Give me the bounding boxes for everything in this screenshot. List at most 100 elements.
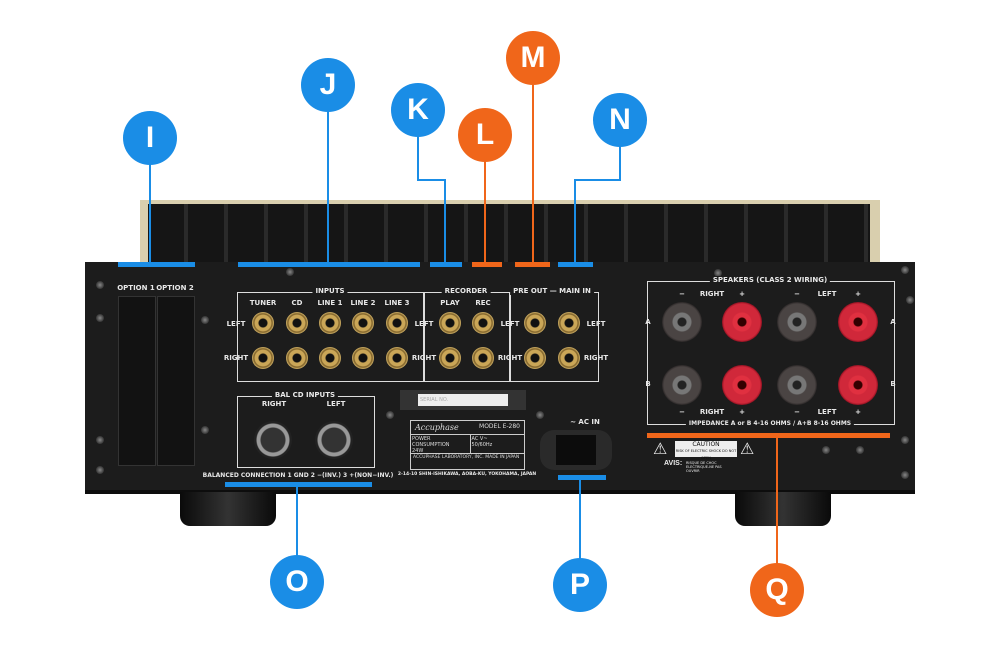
callout-bar-m bbox=[515, 262, 550, 267]
inputs-label: INPUTS bbox=[312, 287, 348, 295]
callout-bar-l bbox=[472, 262, 502, 267]
serial-plate: SERIAL NO. bbox=[400, 390, 526, 410]
rca-jack-right[interactable] bbox=[472, 347, 494, 369]
a-label: A bbox=[645, 318, 651, 326]
xlr-right-connector[interactable] bbox=[254, 421, 292, 459]
bal-cd-label: BAL CD INPUTS bbox=[271, 391, 339, 399]
right-label: RIGHT bbox=[223, 354, 249, 362]
speaker-a-right-plus[interactable] bbox=[722, 302, 762, 342]
cd-label: CD bbox=[291, 299, 303, 307]
address-text: 2-14-10 SHIN-ISHIKAWA, AOBA-KU, YOKOHAMA… bbox=[397, 472, 537, 477]
screw bbox=[96, 314, 104, 322]
rca-jack-left[interactable] bbox=[472, 312, 494, 334]
callout-bar-q bbox=[647, 433, 890, 438]
option-slot-2[interactable] bbox=[157, 296, 195, 466]
rca-jack-right[interactable] bbox=[319, 347, 341, 369]
minus-label: − bbox=[794, 290, 800, 298]
callout-bar-i bbox=[118, 262, 195, 267]
speaker-a-right-minus[interactable] bbox=[662, 302, 702, 342]
play-label: PLAY bbox=[440, 299, 460, 307]
line2-label: LINE 2 bbox=[350, 299, 376, 307]
screw bbox=[901, 436, 909, 444]
screw bbox=[901, 266, 909, 274]
speaker-a-left-plus[interactable] bbox=[838, 302, 878, 342]
plus-label: + bbox=[739, 408, 745, 416]
rca-jack-left[interactable] bbox=[524, 312, 546, 334]
callout-bar-o bbox=[225, 482, 372, 487]
model-label: MODEL E-280 bbox=[479, 423, 520, 430]
line1-label: LINE 1 bbox=[317, 299, 343, 307]
screw bbox=[536, 411, 544, 419]
callout-j: J bbox=[301, 58, 355, 112]
callout-i: I bbox=[123, 111, 177, 165]
callout-q: Q bbox=[750, 563, 804, 617]
speaker-b-left-minus[interactable] bbox=[777, 365, 817, 405]
callout-o: O bbox=[270, 555, 324, 609]
speaker-b-right-minus[interactable] bbox=[662, 365, 702, 405]
speaker-b-left-plus[interactable] bbox=[838, 365, 878, 405]
ac-label: AC V~ bbox=[471, 436, 488, 442]
rca-jack-right[interactable] bbox=[352, 347, 374, 369]
rca-jack-left[interactable] bbox=[352, 312, 374, 334]
rca-jack-right[interactable] bbox=[524, 347, 546, 369]
bal-left-label: LEFT bbox=[326, 400, 346, 408]
minus-label: − bbox=[679, 408, 685, 416]
option-slot-1[interactable] bbox=[118, 296, 156, 466]
power-label: POWER CONSUMPTION bbox=[412, 436, 450, 448]
spk-right-label: RIGHT bbox=[699, 290, 725, 298]
left-label: LEFT bbox=[586, 320, 606, 328]
preout-label: PRE OUT — MAIN IN bbox=[510, 287, 594, 295]
screw bbox=[96, 281, 104, 289]
plus-label: + bbox=[739, 290, 745, 298]
rca-jack-left[interactable] bbox=[439, 312, 461, 334]
left-label: LEFT bbox=[226, 320, 246, 328]
rca-jack-right[interactable] bbox=[386, 347, 408, 369]
rec-label: REC bbox=[475, 299, 491, 307]
rca-jack-left[interactable] bbox=[319, 312, 341, 334]
foot-left bbox=[180, 492, 276, 526]
rca-jack-right[interactable] bbox=[286, 347, 308, 369]
caution-sub: RISK OF ELECTRIC SHOCK DO NOT OPEN bbox=[675, 449, 737, 460]
screw bbox=[386, 411, 394, 419]
xlr-left-connector[interactable] bbox=[315, 421, 353, 459]
screw bbox=[901, 471, 909, 479]
callout-n: N bbox=[593, 93, 647, 147]
screw bbox=[96, 436, 104, 444]
callout-p: P bbox=[553, 558, 607, 612]
ac-inlet[interactable] bbox=[540, 430, 612, 470]
screw bbox=[201, 316, 209, 324]
callout-bar-j bbox=[238, 262, 420, 267]
callout-bar-p bbox=[558, 475, 606, 480]
speaker-b-right-plus[interactable] bbox=[722, 365, 762, 405]
warning-icon: ⚠ bbox=[740, 439, 755, 458]
screw bbox=[822, 446, 830, 454]
top-vents bbox=[148, 204, 870, 264]
screw bbox=[856, 446, 864, 454]
speakers-label: SPEAKERS (CLASS 2 WIRING) bbox=[709, 276, 831, 284]
plus-label: + bbox=[855, 408, 861, 416]
freq-label: 50/60Hz bbox=[471, 442, 493, 448]
screw bbox=[906, 296, 914, 304]
speaker-a-left-minus[interactable] bbox=[777, 302, 817, 342]
recorder-label: RECORDER bbox=[441, 287, 491, 295]
spk-left-label: LEFT bbox=[817, 408, 837, 416]
power-value: 24W bbox=[412, 448, 424, 454]
foot-right bbox=[735, 492, 831, 526]
rca-jack-right[interactable] bbox=[252, 347, 274, 369]
callout-k: K bbox=[391, 83, 445, 137]
rca-jack-left[interactable] bbox=[286, 312, 308, 334]
rca-jack-left[interactable] bbox=[558, 312, 580, 334]
screw bbox=[201, 426, 209, 434]
brand-logo: Accuphase bbox=[415, 423, 459, 432]
rca-jack-right[interactable] bbox=[439, 347, 461, 369]
b-label: B bbox=[890, 380, 896, 388]
rca-jack-left[interactable] bbox=[252, 312, 274, 334]
callout-bar-k bbox=[430, 262, 462, 267]
rca-jack-right[interactable] bbox=[558, 347, 580, 369]
avis-text: RISQUE DE CHOC ELECTRIQUE-NE PAS OUVRIR bbox=[686, 461, 722, 473]
rca-jack-left[interactable] bbox=[386, 312, 408, 334]
spk-left-label: LEFT bbox=[817, 290, 837, 298]
callout-line-n bbox=[574, 145, 621, 264]
option2-label: OPTION 2 bbox=[156, 284, 194, 292]
